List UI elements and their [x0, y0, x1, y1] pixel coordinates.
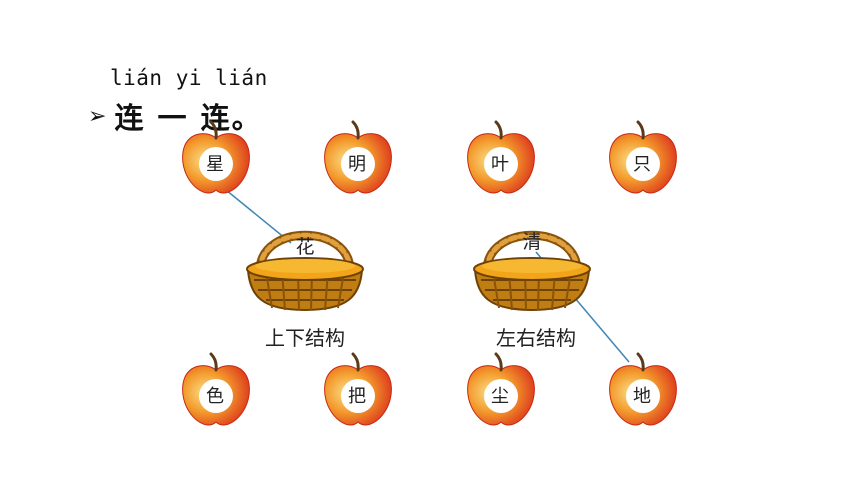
apple-char: 星 — [206, 154, 224, 175]
basket-label: 上下结构 — [265, 326, 345, 350]
apple-bottom-1[interactable]: 色 — [181, 352, 251, 427]
apple-char: 只 — [633, 154, 651, 175]
apple-char: 色 — [206, 386, 224, 407]
apple-bottom-4[interactable]: 地 — [608, 352, 678, 427]
apple-bottom-3[interactable]: 尘 — [466, 352, 536, 427]
apple-char: 尘 — [491, 386, 509, 407]
arrow-bullet-icon: ➢ — [88, 103, 107, 129]
basket-1[interactable]: 花 上下结构 — [247, 235, 363, 350]
apple-char: 把 — [348, 386, 366, 407]
basket-label: 左右结构 — [496, 326, 576, 350]
apple-char: 地 — [633, 386, 651, 407]
apple-char: 明 — [348, 154, 366, 175]
apple-top-2[interactable]: 明 — [323, 120, 393, 195]
apple-top-3[interactable]: 叶 — [466, 120, 536, 195]
connector-line-xing-hua — [225, 189, 292, 244]
apple-char: 叶 — [491, 154, 509, 175]
basket-char: 清 — [522, 231, 541, 253]
pinyin-annotation: lián yi lián — [110, 66, 268, 90]
apple-top-1[interactable]: 星 — [181, 120, 251, 195]
apple-bottom-2[interactable]: 把 — [323, 352, 393, 427]
exercise-heading: ➢ 连 一 连。 — [88, 95, 263, 137]
exercise-title: 连 一 连。 — [114, 101, 263, 135]
apple-top-4[interactable]: 只 — [608, 120, 678, 195]
basket-2[interactable]: 清 左右结构 — [474, 231, 590, 350]
basket-char: 花 — [295, 236, 314, 258]
